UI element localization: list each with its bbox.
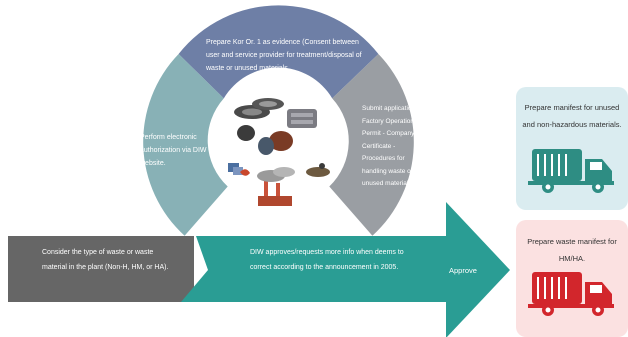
approve-label: Approve — [449, 266, 477, 275]
segment-right — [329, 54, 414, 236]
non-hazardous-text: Prepare manifest for unused and non-haza… — [522, 103, 622, 129]
non-hazardous-card: Prepare manifest for unused and non-haza… — [516, 87, 628, 210]
waste-materials-illustration — [228, 98, 330, 206]
teal-arrow-text: DIW approves/requests more info when dee… — [250, 249, 404, 271]
garbage-truck-icon — [528, 149, 614, 193]
segment-left-text: Perform electronic authorization via DIW… — [140, 134, 207, 167]
hazardous-card: Prepare waste manifest for HM/HA. — [516, 220, 628, 337]
segment-top-text: Prepare Kor Or. 1 as evidence (Consent b… — [206, 39, 362, 72]
segment-top — [178, 5, 379, 99]
hazardous-text: Prepare waste manifest for HM/HA. — [527, 237, 617, 263]
segment-left — [143, 54, 228, 236]
teal-arrow — [181, 236, 446, 302]
bottom-left-text: Consider the type of waste or waste mate… — [42, 249, 169, 271]
bottom-left-bar — [8, 236, 194, 302]
garbage-truck-icon — [528, 272, 614, 316]
approve-arrow — [446, 202, 510, 337]
segment-right-text: Submit application - Factory Operation P… — [362, 105, 420, 187]
